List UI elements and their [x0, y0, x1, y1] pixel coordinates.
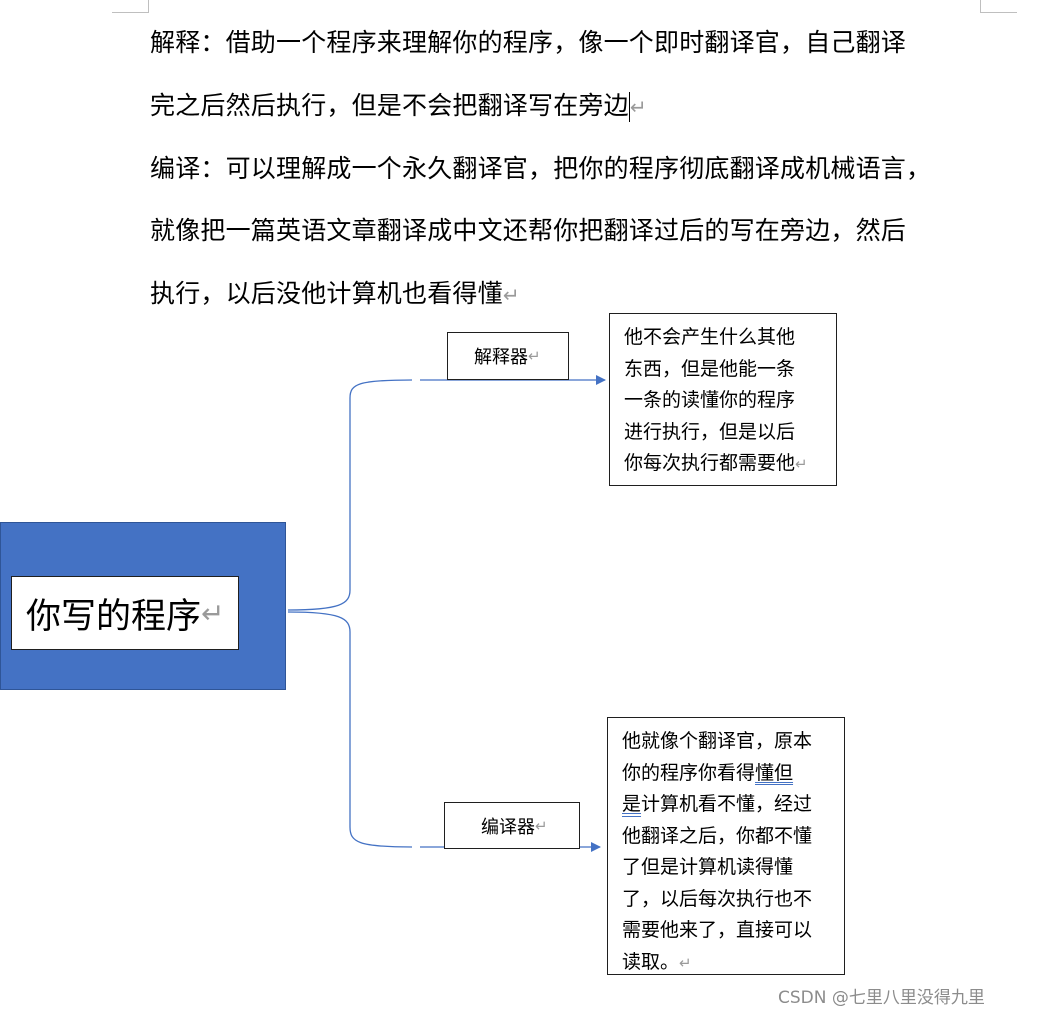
bracket-lower-connector — [287, 611, 413, 848]
paragraph-mark: ↵ — [528, 347, 541, 365]
interpret-paragraph-line-1: 解释：借助一个程序来理解你的程序，像一个即时翻译官，自己翻译 — [150, 28, 906, 58]
interpreter-desc-line-5: 你每次执行都需要他↵ — [624, 448, 836, 481]
page-corner-mark-right — [980, 0, 1017, 13]
paragraph-mark: ↵ — [502, 283, 520, 307]
compiler-label-text: 编译器 — [481, 816, 535, 838]
compiler-desc-line-3: 是计算机看不懂，经过 — [622, 789, 844, 821]
interpreter-label-text: 解释器 — [474, 347, 528, 368]
root-node-text: 你写的程序 — [26, 596, 202, 637]
paragraph-mark: ↵ — [679, 953, 692, 972]
interpret-text-line-1: 解释：借助一个程序来理解你的程序，像一个即时翻译官，自己翻译 — [150, 28, 907, 57]
compiler-desc-line-8: 读取。↵ — [622, 947, 844, 980]
page-corner-mark-left — [112, 0, 149, 13]
csdn-watermark: CSDN @七里八里没得九里 — [778, 988, 985, 1008]
paragraph-mark: ↵ — [535, 816, 548, 835]
compiler-desc-line-2-text: 你的程序你看得 — [622, 761, 756, 784]
interpreter-description-box: 他不会产生什么其他 东西，但是他能一条 一条的读懂你的程序 进行执行，但是以后 … — [609, 313, 837, 486]
bracket-upper-connector — [287, 379, 413, 611]
compiler-desc-line-6: 了，以后每次执行也不 — [622, 887, 813, 910]
text-cursor — [628, 92, 630, 122]
compiler-description-box: 他就像个翻译官，原本 你的程序你看得懂但 是计算机看不懂，经过 他翻译之后，你都… — [607, 717, 845, 975]
compiler-label-box: 编译器↵ — [444, 802, 580, 849]
interpreter-desc-line-4: 进行执行，但是以后 — [624, 420, 796, 443]
compiler-desc-line-8-text: 读取。 — [622, 950, 680, 973]
interpret-paragraph-line-2: 完之后然后执行，但是不会把翻译写在旁边↵ — [150, 91, 647, 122]
compile-text-line-1: 编译：可以理解成一个永久翻译官，把你的程序彻底翻译成机械语言， — [150, 154, 932, 183]
interpreter-label-box: 解释器↵ — [447, 332, 569, 380]
grammar-marked-text: 是 — [622, 793, 642, 815]
compile-paragraph-line-2: 就像把一篇英语文章翻译成中文还帮你把翻译过后的写在旁边，然后 — [150, 216, 906, 246]
root-node-label: 你写的程序↵ — [11, 576, 239, 650]
paragraph-mark: ↵ — [629, 95, 647, 119]
paragraph-mark: ↵ — [795, 455, 808, 473]
compile-text-line-3: 执行，以后没他计算机也看得懂 — [150, 279, 503, 308]
paragraph-mark: ↵ — [201, 596, 225, 630]
interpreter-desc-line-1: 他不会产生什么其他 — [624, 326, 796, 348]
compile-text-line-2: 就像把一篇英语文章翻译成中文还帮你把翻译过后的写在旁边，然后 — [150, 216, 907, 245]
grammar-marked-text: 懂但 — [755, 761, 794, 784]
compiler-desc-line-4: 他翻译之后，你都不懂 — [622, 824, 813, 847]
compile-paragraph-line-1: 编译：可以理解成一个永久翻译官，把你的程序彻底翻译成机械语言， — [150, 154, 931, 184]
interpreter-desc-line-5-text: 你每次执行都需要他 — [624, 452, 796, 474]
compiler-desc-line-7: 需要他来了，直接可以 — [622, 919, 813, 941]
interpret-text-line-2: 完之后然后执行，但是不会把翻译写在旁边 — [150, 91, 629, 120]
interpreter-desc-line-2: 东西，但是他能一条 — [624, 357, 796, 380]
compiler-desc-line-5: 了但是计算机读得懂 — [622, 856, 794, 878]
interpreter-desc-line-3: 一条的读懂你的程序 — [624, 389, 796, 411]
compiler-desc-line-1: 他就像个翻译官，原本 — [622, 730, 813, 752]
compile-paragraph-line-3: 执行，以后没他计算机也看得懂↵ — [150, 279, 520, 310]
compiler-desc-line-3-text: 计算机看不懂，经过 — [641, 793, 813, 815]
compiler-desc-line-2: 你的程序你看得懂但 — [622, 758, 844, 790]
